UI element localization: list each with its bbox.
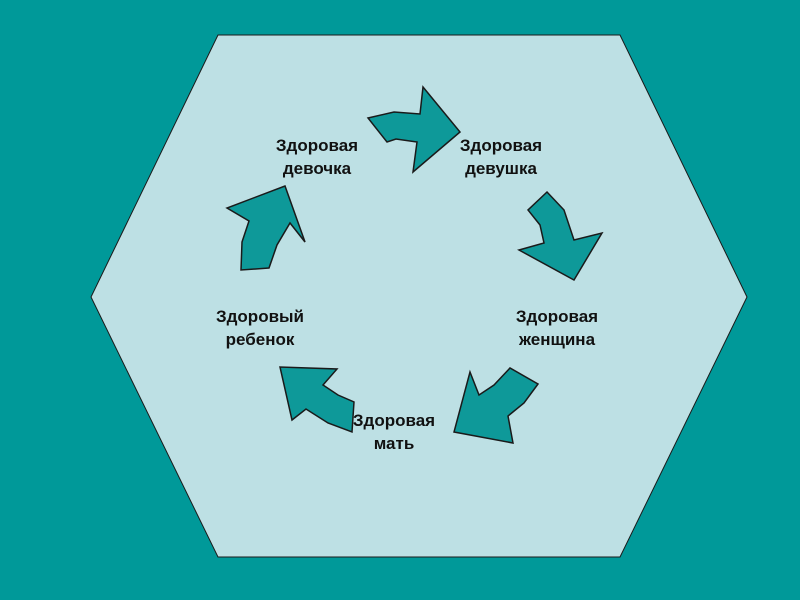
stage-label-line2: девушка <box>465 159 537 178</box>
stage-label-line2: девочка <box>282 159 352 178</box>
stage-label-woman: Здоровая женщина <box>477 305 637 351</box>
stage-label-maiden: Здоровая девушка <box>421 134 581 180</box>
stage-label-line1: Здоровый <box>215 307 304 326</box>
stage-label-line1: Здоровая <box>459 136 543 155</box>
stage-label-girl: Здоровая девочка <box>237 134 397 180</box>
stage-label-line1: Здоровая <box>515 307 599 326</box>
stage-label-mother: Здоровая мать <box>314 409 474 455</box>
arrow-woman-to-mother <box>453 367 540 444</box>
stage-label-line2: мать <box>373 434 415 453</box>
stage-label-line2: женщина <box>518 330 596 349</box>
hexagon-background <box>90 34 748 558</box>
arrow-mother-to-child <box>279 366 355 434</box>
arrow-child-to-girl <box>225 185 306 271</box>
stage-label-child: Здоровый ребенок <box>180 305 340 351</box>
stage-label-line1: Здоровая <box>352 411 436 430</box>
arrow-girl-to-maiden <box>366 85 462 174</box>
arrow-maiden-to-woman <box>517 190 604 282</box>
stage-label-line2: ребенок <box>225 330 295 349</box>
stage-label-line1: Здоровая <box>275 136 359 155</box>
